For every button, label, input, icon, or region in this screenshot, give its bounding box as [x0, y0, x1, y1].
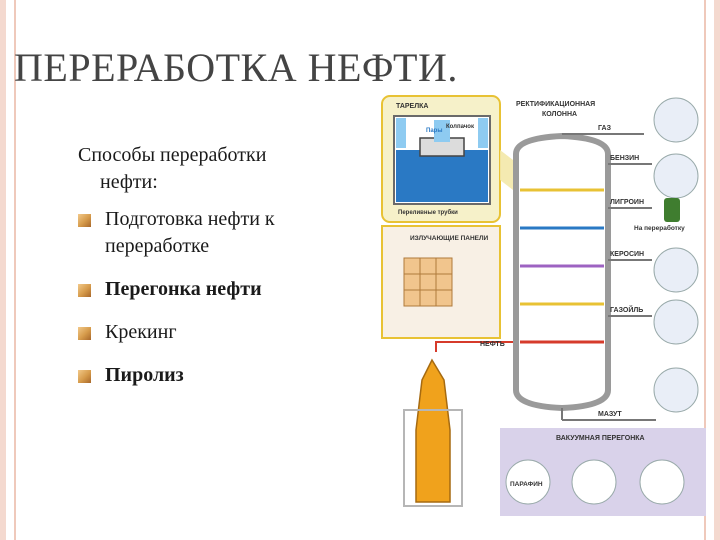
bullet-preparation: Подготовка нефти к переработке: [78, 206, 368, 260]
residue-label: МАЗУТ: [598, 411, 622, 418]
bulldozer-icon: [653, 299, 699, 345]
tray-inset: ТАРЕЛКА Пары Колпачок Переливные трубки: [381, 95, 501, 223]
furnace: [403, 358, 463, 507]
product-outlets: ГАЗ БЕНЗИН ЛИГРОИН КЕРОСИН ГАЗОЙЛЬ На пе…: [562, 125, 685, 317]
refinery-diagram: ТАРЕЛКА Пары Колпачок Переливные трубки …: [376, 90, 712, 520]
bullet-distillation: Перегонка нефти: [78, 276, 368, 303]
barrel-icon: [664, 198, 680, 222]
bullet-pyrolysis: Пиролиз: [78, 362, 368, 389]
slide-title: ПЕРЕРАБОТКА НЕФТИ.: [14, 45, 458, 90]
tray-drain-label: Переливные трубки: [398, 209, 458, 216]
frame-line-right: [704, 0, 706, 540]
product-gasoline: БЕНЗИН: [610, 155, 639, 162]
bullet-square-icon: [78, 284, 91, 297]
ship-icon: [653, 367, 699, 413]
product-gas: ГАЗ: [598, 125, 612, 132]
refinery-diagram-svg: ТАРЕЛКА Пары Колпачок Переливные трубки …: [381, 95, 706, 516]
bullet-text: Подготовка нефти к: [105, 208, 275, 230]
product-ligroin: ЛИГРОИН: [610, 199, 644, 206]
column-title-2: КОЛОННА: [542, 111, 577, 118]
paraffin-label: ПАРАФИН: [510, 481, 543, 488]
tray-vapors-label: Пары: [426, 128, 442, 134]
tray-title: ТАРЕЛКА: [396, 103, 428, 110]
airplane-icon: [653, 247, 699, 293]
product-gasoil: ГАЗОЙЛЬ: [610, 305, 643, 314]
product-kerosene: КЕРОСИН: [610, 251, 644, 258]
content-block: Способы переработки нефти: Подготовка не…: [78, 142, 368, 405]
for-processing-label: На переработку: [634, 224, 685, 232]
car-icon: [653, 153, 699, 199]
bullet-square-icon: [78, 327, 91, 340]
frame-line-left: [14, 0, 16, 540]
vacuum-label: ВАКУУМНАЯ ПЕРЕГОНКА: [556, 435, 645, 442]
product-icons: [653, 97, 699, 413]
column-title-1: РЕКТИФИКАЦИОННАЯ: [516, 101, 595, 108]
bullet-square-icon: [78, 214, 91, 227]
vacuum-box: ВАКУУМНАЯ ПЕРЕГОНКА ПАРАФИН: [500, 428, 706, 516]
intro-line-2: нефти:: [100, 171, 158, 193]
furnace-inset: ИЗЛУЧАЮЩИЕ ПАНЕЛИ: [381, 225, 501, 339]
bullet-cracking: Крекинг: [78, 319, 368, 346]
gas-icon: [653, 97, 699, 143]
bullet-text: Пиролиз: [105, 364, 184, 386]
oil-label: НЕФТЬ: [480, 341, 505, 348]
bullet-text: Крекинг: [105, 321, 177, 343]
tray-cap-label: Колпачок: [446, 124, 474, 130]
bullet-text-2: переработке: [105, 235, 210, 257]
bullet-text: Перегонка нефти: [105, 278, 262, 300]
intro-line-1: Способы переработки: [78, 144, 267, 166]
furnace-panels-label: ИЗЛУЧАЮЩИЕ ПАНЕЛИ: [410, 235, 489, 242]
distillation-column: РЕКТИФИКАЦИОННАЯ КОЛОННА: [513, 101, 611, 412]
intro-text: Способы переработки нефти:: [78, 142, 368, 196]
bullet-square-icon: [78, 370, 91, 383]
